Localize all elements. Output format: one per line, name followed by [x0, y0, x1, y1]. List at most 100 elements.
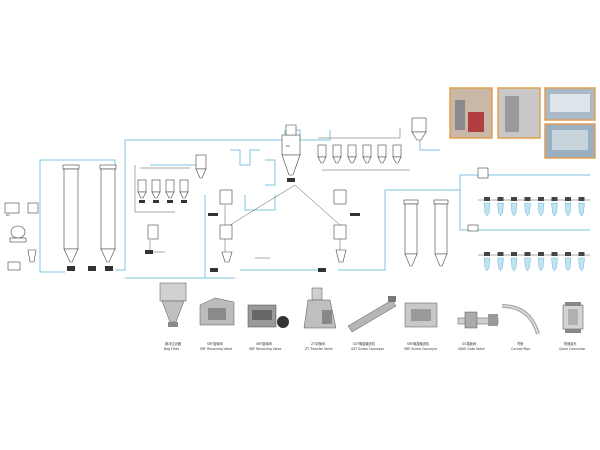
center-hopper-left: [221, 251, 233, 263]
hopper-l2: [151, 179, 161, 203]
hopper-t5: [377, 144, 387, 164]
gallery-rotary-valve-1: [199, 297, 235, 326]
hopper-l1: [137, 179, 147, 203]
caption-transfer-zh: ZT切换阀: [311, 341, 325, 346]
photo-plant-1-silo: [455, 100, 465, 130]
caption-gate-en: SAVE Gate Valve: [458, 347, 485, 351]
top-right-filter-cone: [411, 131, 427, 141]
gallery-bag-filter: [159, 282, 187, 327]
caption-valve1-en: SRF Revolving Valve: [200, 347, 232, 351]
center-sep-left: [219, 189, 233, 205]
center-valve-d: [318, 268, 326, 272]
top-filter-cone: [281, 154, 301, 176]
gallery-screw-conveyor: [347, 296, 397, 333]
bag-unit: [578, 252, 585, 272]
left-blower: [7, 261, 21, 271]
pipe-right-bottom: [459, 190, 590, 231]
center-valve-b: [350, 213, 360, 216]
silo-2-valve-a: [88, 266, 96, 271]
caption-curved-zh: 弯管: [517, 341, 523, 346]
left-silos: [62, 164, 117, 271]
hopper-t4: [362, 144, 372, 164]
caption-valve2-zh: SRF旋转阀: [256, 341, 272, 346]
hopper-t2: [332, 144, 342, 164]
center-sep-right: [333, 189, 347, 205]
top-filter-label: PC: [286, 144, 290, 148]
silo-1-body: [63, 168, 79, 250]
silo-2-top: [99, 164, 117, 170]
caption-valve2-en: SRF Revolving Valve: [249, 347, 281, 351]
right-bag-bank: [467, 167, 585, 272]
bag-unit: [510, 252, 518, 272]
pipe-center-loop-b: [265, 159, 276, 186]
gallery-screw-conveyor-2: [404, 302, 438, 328]
silo-3: [403, 199, 419, 267]
left-feed-equipment: RV: [4, 202, 39, 271]
caption-screw-en: SXT Screw Conveyor: [351, 347, 385, 351]
hopper-t6: [392, 144, 402, 164]
bag-unit: [524, 197, 531, 217]
bag-unit: [510, 197, 518, 217]
left-hopper-bank: [137, 154, 207, 254]
caption-screw2-zh: SRE螺旋输送机: [407, 341, 430, 346]
caption-curved-en: Curved Pipe: [511, 347, 530, 351]
gallery-gate-valve: [457, 311, 499, 329]
caption-gate-zh: SG插板阀: [462, 341, 476, 346]
line-left-bank: [134, 165, 175, 213]
left-cyclone-cone: [195, 168, 207, 179]
center-sep-left-2: [219, 224, 233, 240]
photo-plant-4-equipment: [552, 130, 588, 150]
left-bank-valve: [145, 250, 153, 254]
gallery-transfer-valve: [303, 287, 337, 329]
bag-unit: [537, 197, 545, 217]
left-hopper: [27, 249, 37, 263]
silo-2-cone: [100, 248, 116, 263]
line-center-v: [229, 184, 341, 226]
gallery-quick-connector: [562, 302, 584, 333]
bag-unit: [564, 252, 572, 272]
gallery-curved-pipe: [501, 304, 540, 335]
silo-1-cone: [63, 248, 79, 263]
bag-unit: [551, 252, 558, 272]
left-box-a-label: RV: [6, 213, 11, 217]
silo-2-body: [100, 168, 116, 250]
center-valve-a: [208, 213, 218, 216]
pipe-center-loop-a: [230, 149, 260, 166]
bag-unit: [551, 197, 558, 217]
pipe-mid-left: [150, 155, 201, 166]
top-hopper-bank: [317, 117, 427, 164]
bag-unit: [578, 197, 585, 217]
left-feed-tank-base: [9, 237, 27, 243]
top-filter-body: [281, 134, 301, 156]
photo-plant-3-hoppers: [550, 94, 590, 112]
top-right-filter: [411, 117, 427, 133]
pipe-right-top: [385, 174, 590, 191]
bag-unit: [483, 252, 491, 272]
center-valve-c: [210, 268, 218, 272]
top-filter: PC: [281, 124, 301, 182]
center-separators: [208, 189, 360, 272]
line-top-bank: [318, 128, 401, 139]
bag-unit: [524, 252, 531, 272]
pipe-center-loop-c: [244, 195, 276, 211]
bag-unit: [497, 252, 504, 272]
photo-plant-1-machine: [468, 112, 484, 132]
caption-screw-zh: SXT螺旋输送机: [353, 341, 376, 346]
photo-thumbnails: [449, 87, 596, 159]
bag-unit: [537, 252, 545, 272]
caption-connector-en: Quick Connector: [559, 347, 586, 351]
top-filter-valve: [287, 178, 295, 182]
bag-row-2: [483, 252, 585, 272]
equipment-gallery: 脉冲过滤器 Bag Filter SRF旋转阀 SRF Revolving Va…: [159, 282, 586, 351]
center-hopper-right: [335, 249, 347, 263]
silo-4: [433, 199, 449, 267]
caption-transfer-en: ZT Transfer Valve: [305, 347, 333, 351]
bag-unit: [483, 197, 491, 217]
caption-screw2-en: SRE Screw Conveyor: [404, 347, 438, 351]
caption-connector-zh: 快速接头: [564, 341, 578, 346]
gallery-rotary-valve-2: [247, 304, 289, 328]
hopper-t3: [347, 144, 357, 164]
bag-unit: [564, 197, 572, 217]
